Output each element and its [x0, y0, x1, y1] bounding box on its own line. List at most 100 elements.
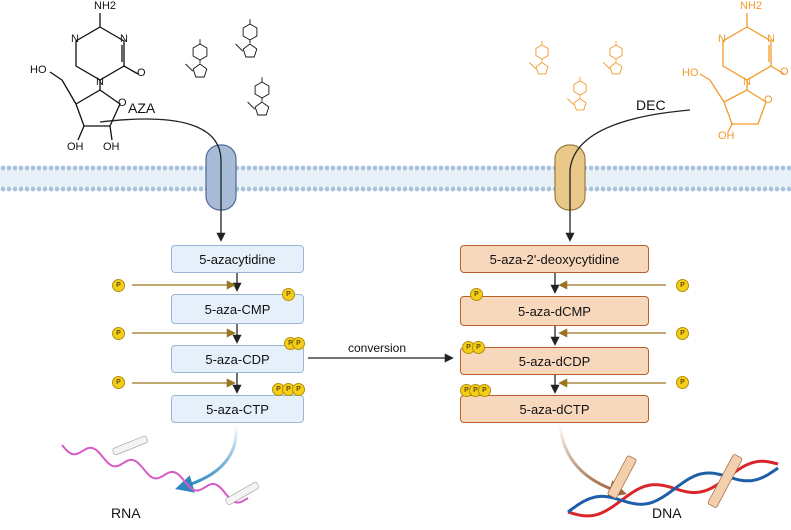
lipid-head: [690, 186, 696, 192]
lipid-head: [294, 186, 300, 192]
lipid-head: [642, 165, 648, 171]
phosphate-donor: P: [112, 376, 125, 389]
lipid-head: [156, 186, 162, 192]
lipid-head: [60, 165, 66, 171]
lipid-head: [786, 186, 791, 192]
ring: [192, 43, 208, 61]
lipid-head: [48, 165, 54, 171]
lipid-head: [354, 165, 360, 171]
nitrogen-label: N: [767, 33, 775, 45]
lipid-head: [18, 186, 24, 192]
lipid-head: [702, 186, 708, 192]
lipid-head: [660, 165, 666, 171]
lipid-head: [636, 186, 642, 192]
lipid-head: [390, 186, 396, 192]
lipid-head: [480, 165, 486, 171]
lipid-head: [444, 165, 450, 171]
bond: [185, 63, 194, 72]
lipid-head: [540, 165, 546, 171]
lipid-head: [432, 186, 438, 192]
lipid-head: [144, 165, 150, 171]
lipid-head: [744, 186, 750, 192]
lipid-head: [474, 186, 480, 192]
lipid-head: [12, 186, 18, 192]
lipid-head: [168, 165, 174, 171]
lipid-head: [708, 186, 714, 192]
lipid-head: [756, 186, 762, 192]
lipid-head: [768, 165, 774, 171]
nitrogen-label: N: [71, 33, 79, 45]
lipid-head: [654, 186, 660, 192]
sugar-ring: [192, 63, 208, 78]
lipid-head: [342, 186, 348, 192]
lipid-head: [120, 165, 126, 171]
lipid-head: [288, 186, 294, 192]
lipid-head: [342, 165, 348, 171]
lipid-head: [594, 165, 600, 171]
bond: [247, 101, 256, 110]
lipid-head: [162, 186, 168, 192]
lipid-head: [138, 165, 144, 171]
lipid-head: [312, 165, 318, 171]
lipid-head: [696, 165, 702, 171]
lipid-head: [744, 165, 750, 171]
lipid-head: [144, 186, 150, 192]
lipid-head: [402, 186, 408, 192]
lipid-head: [30, 165, 36, 171]
lipid-head: [414, 165, 420, 171]
lipid-head: [654, 165, 660, 171]
ring: [573, 80, 587, 96]
oxygen-label: O: [137, 67, 146, 79]
lipid-head: [198, 186, 204, 192]
lipid-head: [192, 186, 198, 192]
lipid-head: [480, 186, 486, 192]
lipid-head: [54, 165, 60, 171]
phosphate-group: P: [478, 384, 491, 397]
lipid-head: [354, 186, 360, 192]
lipid-head: [396, 186, 402, 192]
lipid-head: [150, 186, 156, 192]
lipid-head: [588, 165, 594, 171]
lipid-head: [180, 186, 186, 192]
amine-label: NH2: [740, 0, 763, 12]
nitrogen-label: N: [718, 33, 726, 45]
lipid-head: [258, 186, 264, 192]
lipid-head: [252, 186, 258, 192]
lipid-head: [264, 165, 270, 171]
lipid-head: [624, 165, 630, 171]
lipid-head: [24, 165, 30, 171]
bond: [235, 43, 244, 52]
lipid-head: [630, 165, 636, 171]
phosphate-group: P: [472, 341, 485, 354]
sugar-ring: [573, 97, 587, 111]
lipid-head: [156, 165, 162, 171]
aza-structure: [49, 13, 139, 141]
membrane-core: [0, 170, 791, 187]
lipid-head: [486, 165, 492, 171]
lipid-head: [492, 186, 498, 192]
lipid-head: [78, 186, 84, 192]
lipid-head: [162, 165, 168, 171]
lipid-head: [738, 165, 744, 171]
small-molecule: [603, 40, 623, 75]
lipid-head: [90, 165, 96, 171]
sugar-ring: [254, 101, 270, 116]
lipid-head: [138, 186, 144, 192]
aza-triphosphate-box: 5-aza-CTP: [171, 395, 304, 423]
lipid-head: [12, 165, 18, 171]
sugar-ring: [242, 43, 258, 58]
lipid-head: [684, 186, 690, 192]
lipid-head: [318, 186, 324, 192]
hydroxyl-label: HO: [682, 67, 699, 79]
dna-label: DNA: [652, 505, 682, 521]
aza-molecule-cluster: [185, 19, 270, 116]
lipid-head: [330, 165, 336, 171]
lipid-head: [6, 186, 12, 192]
lipid-head: [366, 165, 372, 171]
lipid-head: [420, 165, 426, 171]
lipid-head: [630, 186, 636, 192]
lipid-head: [318, 165, 324, 171]
lipid-head: [516, 186, 522, 192]
lipid-head: [660, 186, 666, 192]
